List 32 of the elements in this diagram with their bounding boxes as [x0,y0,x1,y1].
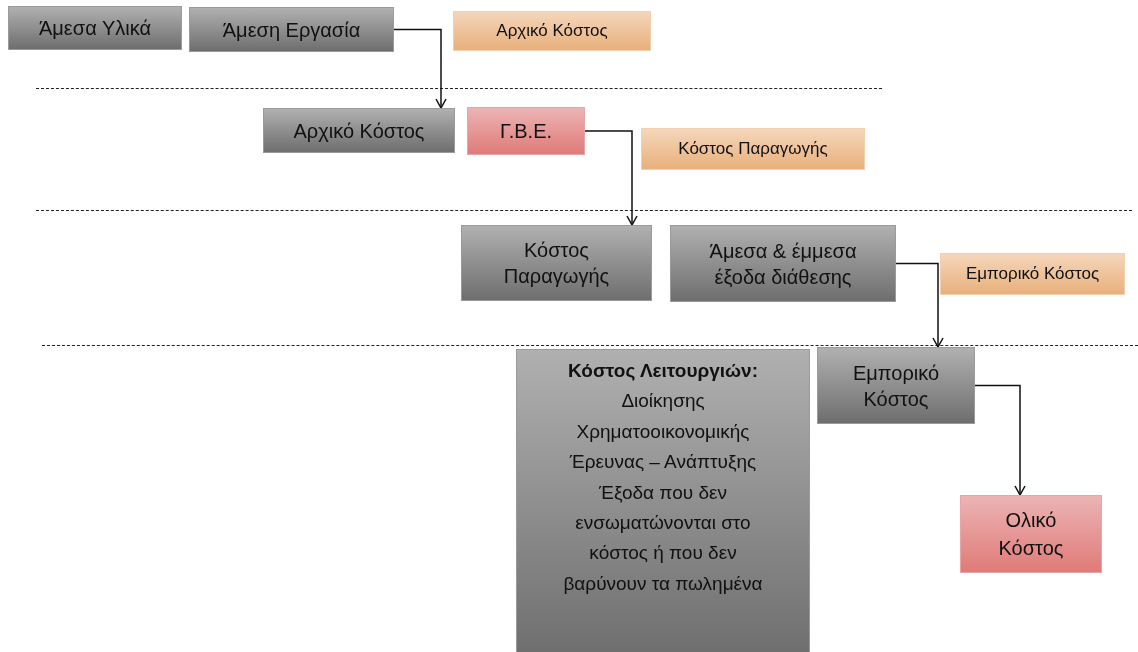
box-text: Κόστος Παραγωγής [678,137,828,160]
cost-box [263,108,455,153]
cost-box [189,7,394,52]
box-heading: Κόστος Λειτουργιών: [568,359,758,383]
box-text: Εμπορικό Κόστος [965,262,1100,285]
box-text: Ολικό Κόστος [997,508,1065,561]
arrow [584,130,638,226]
cost-box [516,349,810,652]
arrow [393,28,447,109]
box-text: Έξοδα που δεν ενσωματώνονται στο κόστος ή που δεν βαρύνουν τα πωλημένα [562,480,764,596]
box-text: Κόστος Παραγωγής [502,238,611,289]
total-box [960,495,1102,573]
cost-label-box [453,11,651,51]
cost-box [670,225,896,302]
box-text: Άμεση Εργασία [222,17,361,43]
cost-label-box [641,128,865,170]
arrow [974,384,1026,496]
box-text: Αρχικό Κόστος [496,19,608,42]
box-text: Διοίκησης [621,389,705,414]
box-text: Εμπορικό Κόστος [851,360,941,412]
total-box [467,107,585,155]
box-text: Γ.Β.Ε. [499,119,553,144]
cost-box [461,225,652,301]
cost-box [8,6,182,50]
box-text: Έρευνας – Ανάπτυξης [569,450,757,475]
arrow [895,262,944,348]
box-text: Αρχικό Κόστος [293,118,425,144]
box-text: Χρηματοοικονομικής [576,419,750,444]
cost-label-box [940,253,1125,295]
box-text: Άμεσα & έμμεσα έξοδα διάθεσης [708,238,858,290]
cost-box [817,347,975,424]
box-text: Άμεσα Υλικά [39,16,151,41]
